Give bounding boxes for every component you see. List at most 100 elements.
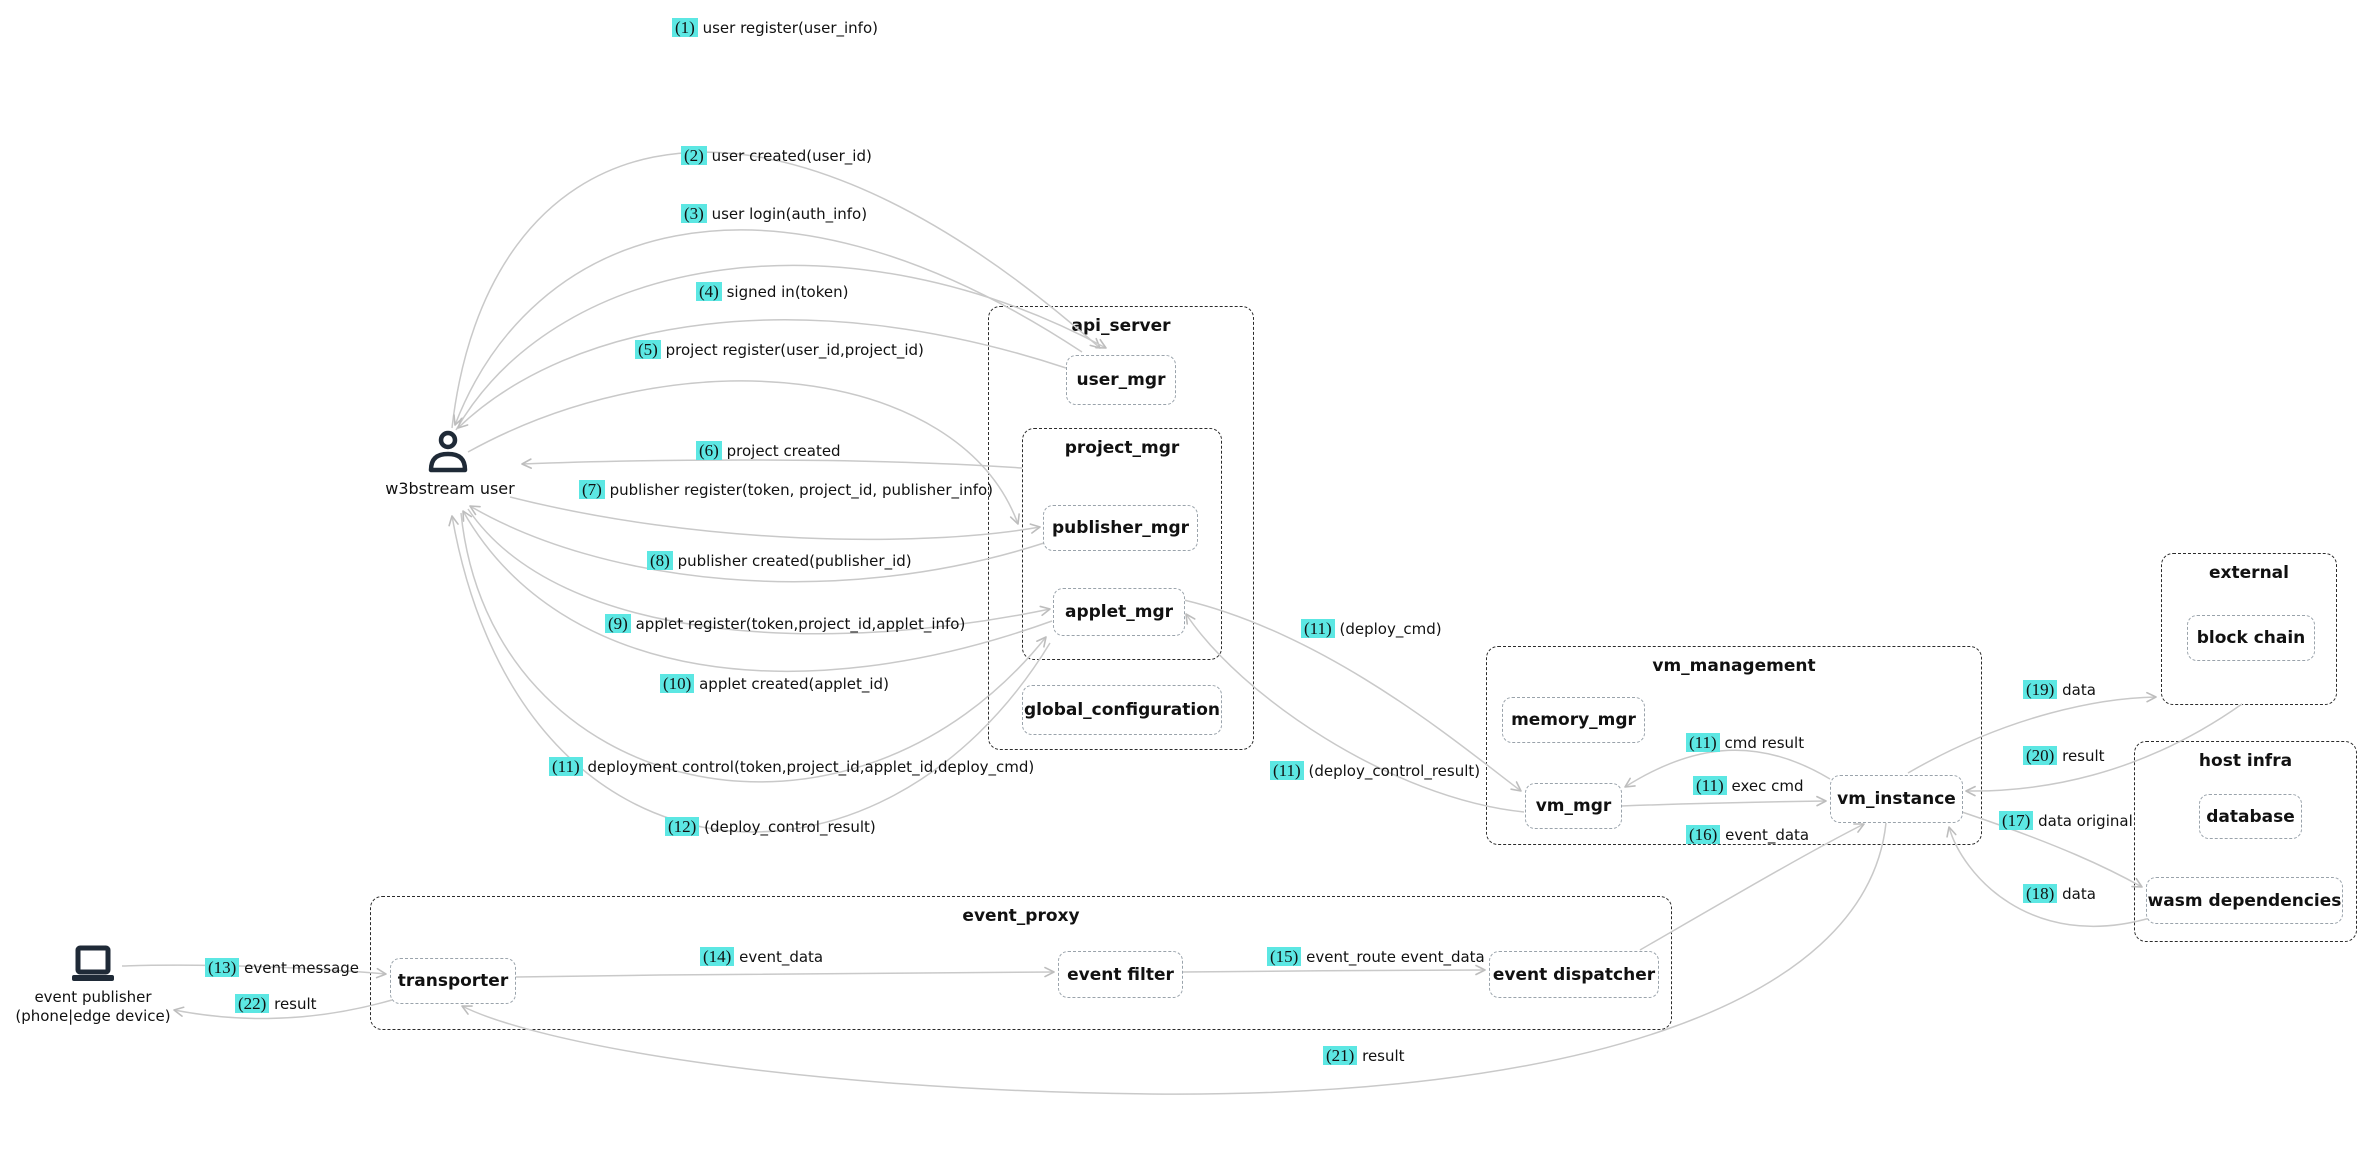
node-event-filter: event filter bbox=[1058, 951, 1183, 998]
edge-label-16: (16) event_data bbox=[1686, 825, 1809, 845]
node-block-chain-label: block chain bbox=[2196, 628, 2306, 648]
edge-22-number-badge: (22) bbox=[235, 994, 270, 1013]
edge-20-text: result bbox=[2062, 747, 2105, 765]
node-wasm-dependencies-label: wasm dependencies bbox=[2147, 890, 2342, 911]
edge-3-text: user login(auth_info) bbox=[711, 205, 868, 223]
edge-7-text: publisher register(token, project_id, pu… bbox=[609, 481, 994, 499]
edge-21-number-badge: (21) bbox=[1323, 1046, 1358, 1065]
edge-19-number-badge: (19) bbox=[2023, 680, 2058, 699]
container-api-server: api_server bbox=[988, 306, 1254, 750]
edge-3-number-badge: (3) bbox=[681, 204, 707, 223]
edge-22-text: result bbox=[274, 995, 317, 1013]
node-event-dispatcher: event dispatcher bbox=[1489, 951, 1659, 998]
edge-label-8: (8) publisher created(publisher_id) bbox=[647, 551, 912, 571]
node-event-filter-label: event filter bbox=[1067, 964, 1174, 985]
edge-label-5: (5) project register(user_id,project_id) bbox=[635, 340, 924, 360]
edge-13-text: event message bbox=[244, 959, 360, 977]
container-external-label: external bbox=[2209, 563, 2289, 583]
node-user-mgr-label: user_mgr bbox=[1076, 370, 1166, 390]
edge-label-13: (13) event message bbox=[205, 958, 359, 978]
edge-16-text: event_data bbox=[1725, 826, 1810, 844]
edge-11-text: deployment control(token,project_id,appl… bbox=[587, 758, 1035, 776]
edge-18-text: data bbox=[2062, 885, 2096, 903]
edge-15-number-badge: (15) bbox=[1267, 947, 1302, 966]
node-applet-mgr-label: applet_mgr bbox=[1064, 602, 1174, 622]
person-icon bbox=[424, 430, 472, 480]
container-event-proxy-label: event_proxy bbox=[962, 906, 1080, 926]
edge-label-9: (9) applet register(token,project_id,app… bbox=[605, 614, 965, 634]
container-api-server-label: api_server bbox=[1071, 316, 1171, 336]
node-vm-instance: vm_instance bbox=[1830, 775, 1963, 823]
node-event-dispatcher-label: event dispatcher bbox=[1492, 964, 1656, 985]
node-transporter: transporter bbox=[390, 958, 516, 1004]
node-memory-mgr: memory_mgr bbox=[1502, 697, 1645, 743]
node-vm-mgr-label: vm_mgr bbox=[1535, 796, 1612, 816]
container-external: external bbox=[2161, 553, 2337, 705]
edge-8-text: publisher created(publisher_id) bbox=[677, 552, 912, 570]
actor-event-publisher-label: event publisher (phone|edge device) bbox=[8, 988, 178, 1026]
container-vm-management: vm_management bbox=[1486, 646, 1982, 845]
edge-label-11-deploy-control-result: (11) (deploy_control_result) bbox=[1270, 761, 1480, 781]
edge-label-14: (14) event_data bbox=[700, 947, 823, 967]
edge-label-2: (2) user created(user_id) bbox=[681, 146, 872, 166]
edge-cmd-result-text: cmd result bbox=[1724, 734, 1805, 752]
laptop-icon bbox=[68, 944, 118, 992]
node-vm-mgr: vm_mgr bbox=[1525, 783, 1622, 829]
edge-8-number-badge: (8) bbox=[647, 551, 673, 570]
edge-deploy-control-result-text: (deploy_control_result) bbox=[1308, 762, 1481, 780]
container-project-mgr-label: project_mgr bbox=[1064, 438, 1180, 458]
edge-2-number-badge: (2) bbox=[681, 146, 707, 165]
edge-label-21: (21) result bbox=[1323, 1046, 1405, 1066]
container-host-infra-label: host infra bbox=[2198, 751, 2293, 771]
node-database: database bbox=[2199, 794, 2302, 839]
node-applet-mgr: applet_mgr bbox=[1053, 588, 1185, 636]
container-host-infra: host infra bbox=[2134, 741, 2357, 942]
node-global-configuration: global_configuration bbox=[1022, 685, 1222, 735]
edge-label-15: (15) event_route event_data bbox=[1267, 947, 1485, 967]
edge-deploy-control-result-number-badge: (11) bbox=[1270, 761, 1304, 780]
edge-label-11: (11) deployment control(token,project_id… bbox=[549, 757, 1034, 777]
node-publisher-mgr: publisher_mgr bbox=[1043, 505, 1198, 551]
actor-event-publisher-label-line1: event publisher bbox=[34, 988, 152, 1006]
edge-10-number-badge: (10) bbox=[660, 674, 695, 693]
edge-label-20: (20) result bbox=[2023, 746, 2105, 766]
edge-19-text: data bbox=[2062, 681, 2096, 699]
edge-label-12: (12) (deploy_control_result) bbox=[665, 817, 876, 837]
edge-label-6: (6) project created bbox=[696, 441, 841, 461]
node-wasm-dependencies: wasm dependencies bbox=[2146, 877, 2343, 924]
node-transporter-label: transporter bbox=[397, 971, 509, 991]
edge-5-text: project register(user_id,project_id) bbox=[665, 341, 924, 359]
edge-9-text: applet register(token,project_id,applet_… bbox=[635, 615, 966, 633]
edge-label-19: (19) data bbox=[2023, 680, 2096, 700]
edge-6-number-badge: (6) bbox=[696, 441, 722, 460]
edge-label-18: (18) data bbox=[2023, 884, 2096, 904]
edge-deploy-cmd-number-badge: (11) bbox=[1301, 619, 1335, 638]
edge-label-10: (10) applet created(applet_id) bbox=[660, 674, 889, 694]
edge-label-11-cmd-result: (11) cmd result bbox=[1686, 733, 1804, 753]
edge-label-7: (7) publisher register(token, project_id… bbox=[579, 480, 993, 500]
edge-1-text: user register(user_info) bbox=[702, 19, 878, 37]
actor-w3bstream-user-label: w3bstream user bbox=[385, 479, 515, 498]
edge-6-text: project created bbox=[726, 442, 841, 460]
edge-label-17: (17) data original bbox=[1999, 811, 2133, 831]
edge-14-number-badge: (14) bbox=[700, 947, 735, 966]
edge-deploy-cmd-text: (deploy_cmd) bbox=[1339, 620, 1442, 638]
edge-10-text: applet created(applet_id) bbox=[699, 675, 889, 693]
container-event-proxy: event_proxy bbox=[370, 896, 1672, 1030]
edge-17-number-badge: (17) bbox=[1999, 811, 2034, 830]
actor-event-publisher-label-line2: (phone|edge device) bbox=[15, 1006, 171, 1025]
edge-label-1: (1) user register(user_info) bbox=[672, 18, 878, 38]
edge-label-22: (22) result bbox=[235, 994, 317, 1014]
edge-cmd-result-number-badge: (11) bbox=[1686, 733, 1720, 752]
edge-label-11-exec-cmd: (11) exec cmd bbox=[1693, 776, 1804, 796]
edge-12-text: (deploy_control_result) bbox=[704, 818, 876, 836]
container-vm-management-label: vm_management bbox=[1652, 656, 1816, 676]
node-block-chain: block chain bbox=[2187, 615, 2315, 661]
edge-11-number-badge: (11) bbox=[549, 757, 583, 776]
container-project-mgr: project_mgr bbox=[1022, 428, 1222, 660]
edge-18-number-badge: (18) bbox=[2023, 884, 2058, 903]
edge-15-text: event_route event_data bbox=[1306, 948, 1485, 966]
edge-7-number-badge: (7) bbox=[579, 480, 605, 499]
